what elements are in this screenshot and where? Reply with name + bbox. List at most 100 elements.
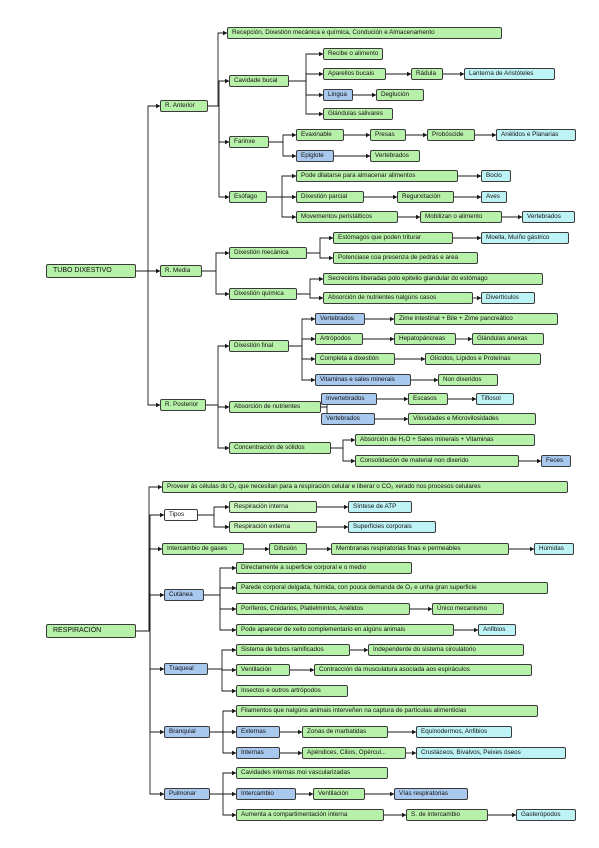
evaxinable[interactable]: Evaxinable [296,129,344,141]
feces[interactable]: Feces [541,455,571,467]
movementos-peristalticos[interactable]: Movementos peristálticos [296,211,398,223]
artropodos[interactable]: Artrópodos [315,333,363,345]
cutanea[interactable]: Cutánea [164,589,204,601]
invertebrados[interactable]: Invertebrados [321,393,377,405]
contraccion[interactable]: Contracción da musculatura asociada aos … [314,664,532,676]
concentracion-solidos[interactable]: Concentración de sólidos [229,442,331,454]
dixestion-quimica[interactable]: Dixestión química [229,288,297,300]
estomagos-triturar[interactable]: Estómagos que poden triturar [333,232,453,244]
tipos[interactable]: Tipos [164,509,198,521]
connector-region-anterior-to-anterior-functions [208,30,228,107]
parede-corporal[interactable]: Parede corporal delgada, húmida, con pou… [236,582,548,594]
pulmonar[interactable]: Pulmonar [164,788,210,800]
absorcion-nalgus[interactable]: Absorción de nutrientes nalgúns casos [323,292,473,304]
superficies-corporais[interactable]: Superficies corporais [348,521,436,533]
root-respiracion[interactable]: RESPIRACIÓN [46,624,136,638]
connector-region-posterior-to-dixestion-final [206,343,230,406]
connector-concentracion-solidos-to-absorcion-h2o [331,437,356,449]
anfibios-cutanea[interactable]: Anfibios [478,624,516,636]
root-tubo-dixestivo[interactable]: TUBO DIXESTIVO [46,264,136,278]
provee-celulas[interactable]: Proveer ás células do O₂ que necesitan p… [162,481,568,493]
internas[interactable]: Internas [236,747,280,759]
pode-dilatarse[interactable]: Pode dilatarse para almacenar alimentos [296,170,458,182]
s-intercambio[interactable]: S. de intercambio [406,809,488,821]
sintese-atp[interactable]: Síntese de ATP [348,501,412,513]
anterior-functions[interactable]: Recepción, Dixestión mecánica e química,… [227,27,502,39]
tiflosol[interactable]: Tiflosol [476,393,514,405]
lanterna-aristoteles[interactable]: Lanterna de Aristóteles [464,68,555,80]
zimes[interactable]: Zime intestinal + Bile + Zime pancreátic… [394,313,558,325]
externas[interactable]: Externas [236,726,280,738]
equinodermos[interactable]: Equinodermos, Anfibios [416,726,512,738]
pode-aparecer[interactable]: Pode aparecer de xeito complementario en… [236,624,454,636]
aumenta-compartimentacion[interactable]: Aumenta a compartimentación interna [236,809,384,821]
dixestion-mecanica[interactable]: Dixestión mecánica [229,247,307,259]
deglucion[interactable]: Deglución [376,89,424,101]
dixestion-parcial[interactable]: Dixestión parcial [296,191,364,203]
ventilacion-traqueal[interactable]: Ventilación [236,664,290,676]
ventilacion-pulmonar[interactable]: Ventilación [313,788,365,800]
intercambio-pulmonar[interactable]: Intercambio [236,788,296,800]
consolidacion[interactable]: Consolidación de material non dixerido [355,455,519,467]
diverticulos[interactable]: Divertículos [481,292,535,304]
sistema-tubos[interactable]: Sistema de tubos ramificados [236,644,350,656]
lingua[interactable]: Lingua [323,89,353,101]
esofago[interactable]: Esófago [229,191,267,203]
vertebrados-peristalticos[interactable]: Vertebrados [522,211,575,223]
non-dixeridos[interactable]: Non dixeridos [438,374,498,386]
farinxe[interactable]: Farinxe [229,136,269,148]
respiracion-interna[interactable]: Respiración interna [229,501,317,513]
directamente[interactable]: Directamente a superficie corporal e o m… [236,562,412,574]
moella[interactable]: Moella, Muíño gástrico [481,232,569,244]
anelidos-planarias[interactable]: Anélidos e Planarias [496,129,576,141]
mobilizan-alimento[interactable]: Mobilizan o alimento [420,211,502,223]
epiglote[interactable]: Epiglote [296,150,334,162]
respiracion-externa[interactable]: Respiración externa [229,521,317,533]
cavidade-bucal[interactable]: Cavidade bucal [229,75,289,87]
crustaceos[interactable]: Crustáceos, Bivalvos, Peixes óseos [416,747,566,759]
region-posterior[interactable]: R. Posterior [160,399,206,411]
aparellos-bucais[interactable]: Aparellos bucais [323,68,386,80]
vertebrados-epiglote[interactable]: Vertebrados [370,150,420,162]
completa-dixestion[interactable]: Completa a dixestión [315,353,395,365]
absorcion-h2o[interactable]: Absorción de H₂O + Sales minerais + Vita… [355,434,535,446]
region-anterior[interactable]: R. Anterior [160,100,208,112]
hepatopancreas[interactable]: Hepatopáncreas [394,333,456,345]
bocio[interactable]: Bocio [481,170,511,182]
dixestion-final[interactable]: Dixestión final [229,340,289,352]
apendices[interactable]: Apéndices, Cilios, Opércul... [302,747,406,759]
proboscide[interactable]: Probóscide [427,129,475,141]
vitaminas-sales[interactable]: Vitaminas e sales minerais [315,374,411,386]
recibe-alimento[interactable]: Recibe o alimento [323,48,383,60]
cavidades[interactable]: Cavidades internas moi vascularizadas [236,767,388,779]
membranas[interactable]: Membranas respiratorias finas e permeabl… [331,543,509,555]
filamentos[interactable]: Filamentos que nalgúns animais interveñe… [236,705,538,717]
intercambio-gases[interactable]: Intercambio de gases [162,543,244,555]
aves[interactable]: Aves [481,191,507,203]
poriferos[interactable]: Poríferos, Cnidarios, Platielmintos, Ané… [236,603,410,615]
region-media[interactable]: R. Media [160,265,202,277]
absorcion-nutrientes[interactable]: Absorción de nutrientes [229,401,321,413]
glicidos-lipidos[interactable]: Glícidos, Lípidos e Proteínas [425,353,541,365]
humidas[interactable]: Húmidas [534,543,574,555]
traqueal[interactable]: Traqueal [164,663,208,675]
vertebrados-absorcion[interactable]: Vertebrados [321,413,375,425]
branquial[interactable]: Branquial [164,726,210,738]
vilosidades[interactable]: Vilosidades e Microvilosidades [408,413,536,425]
potenciase[interactable]: Potenciase coa presenza de pedras e area [333,252,478,264]
radula[interactable]: Rádula [411,68,443,80]
zonas-marbatidas[interactable]: Zonas de marbatidas [302,726,388,738]
vertebrados-final[interactable]: Vertebrados [315,313,365,325]
presas[interactable]: Presas [370,129,406,141]
insectos[interactable]: Insectos e outros artrópodos [236,685,348,697]
regurxitacion[interactable]: Regurxitación [397,191,454,203]
glandulas-anexas[interactable]: Glándulas anexas [472,333,544,345]
secrecions[interactable]: Secrecións liberadas polo epitelio gland… [323,273,543,285]
unico-mecanismo[interactable]: Único mecanismo [432,603,504,615]
escasos[interactable]: Escasos [408,393,448,405]
glandulas-salivares[interactable]: Glándulas salivares [323,108,393,120]
vias-respiratorias[interactable]: Vías respiratorias [394,788,468,800]
difusion[interactable]: Difusión [269,543,307,555]
independente[interactable]: Independente do sistema circulatorio [368,644,524,656]
gasteropodos[interactable]: Gasterópodos [516,809,576,821]
